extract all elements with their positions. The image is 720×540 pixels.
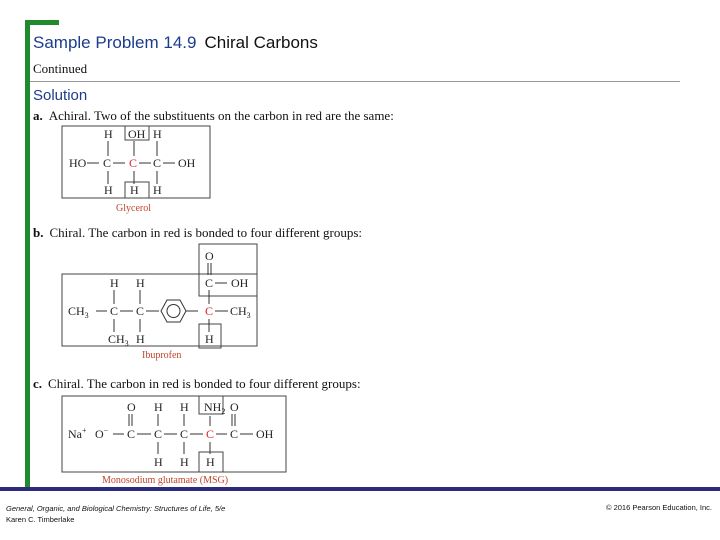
ibuprofen-ch3-left-sub: 3 (85, 311, 89, 320)
ibuprofen-c-1: C (110, 304, 118, 318)
ibuprofen-chiral-c: C (205, 304, 213, 318)
divider (30, 81, 680, 82)
glycerol-bottom-h-3: H (153, 183, 162, 197)
msg-c-5: C (230, 427, 238, 441)
item-a: a. Achiral. Two of the substituents on th… (33, 108, 394, 124)
ibuprofen-top-h-1: H (110, 276, 119, 290)
msg-o-minus-base: O (95, 427, 104, 441)
footer-bar (0, 487, 720, 491)
problem-name: Chiral Carbons (204, 33, 318, 52)
ibuprofen-ch3-bottom-base: CH (108, 332, 125, 346)
ibuprofen-oh: OH (231, 276, 249, 290)
item-c: c. Chiral. The carbon in red is bonded to… (33, 376, 361, 392)
ibuprofen-o: O (205, 249, 214, 263)
problem-number: Sample Problem 14.9 (33, 33, 197, 52)
msg-o-top-right: O (230, 400, 239, 414)
item-b-label: b. (33, 225, 44, 240)
item-a-text: Achiral. Two of the substituents on the … (48, 108, 394, 123)
item-c-text: Chiral. The carbon in red is bonded to f… (48, 376, 361, 391)
ibuprofen-ch3-bottom-sub: 3 (125, 339, 129, 348)
glycerol-bottom-h-1: H (104, 183, 113, 197)
accent-bar-vertical (25, 20, 30, 487)
msg-h-top-3: H (180, 400, 189, 414)
glycerol-top-h-1: H (104, 127, 113, 141)
msg-nh-sub: 2 (221, 407, 225, 416)
slide-title: Sample Problem 14.9 Chiral Carbons (33, 33, 318, 53)
benzene-ring (160, 299, 187, 323)
ibuprofen-ch3-right-sub: 3 (247, 311, 251, 320)
msg-structure: O H H NH2 O Na+ O− C C C C C OH H H H Mo… (61, 395, 287, 486)
footer-citation: General, Organic, and Biological Chemist… (6, 503, 225, 525)
msg-h-bottom-2: H (154, 455, 163, 469)
msg-c-2: C (154, 427, 162, 441)
continued-label: Continued (33, 61, 88, 76)
solution-heading: Solution (33, 87, 88, 104)
glycerol-ho: HO (69, 156, 87, 170)
msg-o-minus-sup: − (104, 426, 109, 435)
item-b-text: Chiral. The carbon in red is bonded to f… (49, 225, 363, 240)
msg-h-top-2: H (154, 400, 163, 414)
glycerol-caption: Glycerol (116, 203, 151, 214)
glycerol-top-h-3: H (153, 127, 162, 141)
ibuprofen-c-2: C (136, 304, 144, 318)
msg-c-1: C (127, 427, 135, 441)
ibuprofen-top-h-2: H (136, 276, 145, 290)
glycerol-c-3: C (153, 156, 161, 170)
msg-h-bottom-3: H (180, 455, 189, 469)
msg-na-base: Na (68, 427, 83, 441)
ibuprofen-ch3-bottom: CH3 (108, 332, 129, 348)
msg-caption: Monosodium glutamate (MSG) (102, 475, 228, 486)
glycerol-bottom-h-2: H (130, 183, 139, 197)
glycerol-chiral-c: C (129, 156, 137, 170)
glycerol-oh: OH (178, 156, 196, 170)
footer-copyright: © 2016 Pearson Education, Inc. (605, 503, 712, 512)
ibuprofen-ch3-left: CH3 (68, 304, 89, 320)
footer-book: General, Organic, and Biological Chemist… (6, 504, 226, 513)
msg-h-bottom-4: H (206, 455, 215, 469)
ibuprofen-bottom-h: H (136, 332, 145, 346)
ibuprofen-carboxyl-c: C (205, 276, 213, 290)
glycerol-c-1: C (103, 156, 111, 170)
glycerol-top-oh: OH (128, 127, 146, 141)
msg-nh: NH (204, 400, 222, 414)
ibuprofen-ch3-right-base: CH (230, 304, 247, 318)
msg-na: Na+ (68, 426, 87, 441)
accent-bar-horizontal (25, 20, 59, 25)
msg-nh2: NH2 (204, 400, 225, 416)
ibuprofen-chiral-h: H (205, 332, 214, 346)
msg-o-top: O (127, 400, 136, 414)
ibuprofen-ch3-right: CH3 (230, 304, 251, 320)
item-b: b. Chiral. The carbon in red is bonded to… (33, 225, 362, 241)
item-c-label: c. (33, 376, 43, 391)
ibuprofen-structure: H H CH3 C C CH3 H O C OH C CH3 H Ibuprof… (61, 243, 258, 361)
glycerol-structure: H OH H HO C C C OH H H H Glycerol (61, 125, 211, 214)
msg-c-3: C (180, 427, 188, 441)
msg-o-minus: O− (95, 426, 109, 441)
item-a-label: a. (33, 108, 43, 123)
ibuprofen-ch3-left-base: CH (68, 304, 85, 318)
msg-chiral-c: C (206, 427, 214, 441)
ibuprofen-caption: Ibuprofen (142, 350, 181, 361)
msg-na-sup: + (82, 426, 87, 435)
footer-author: Karen C. Timberlake (6, 515, 75, 524)
msg-oh: OH (256, 427, 274, 441)
